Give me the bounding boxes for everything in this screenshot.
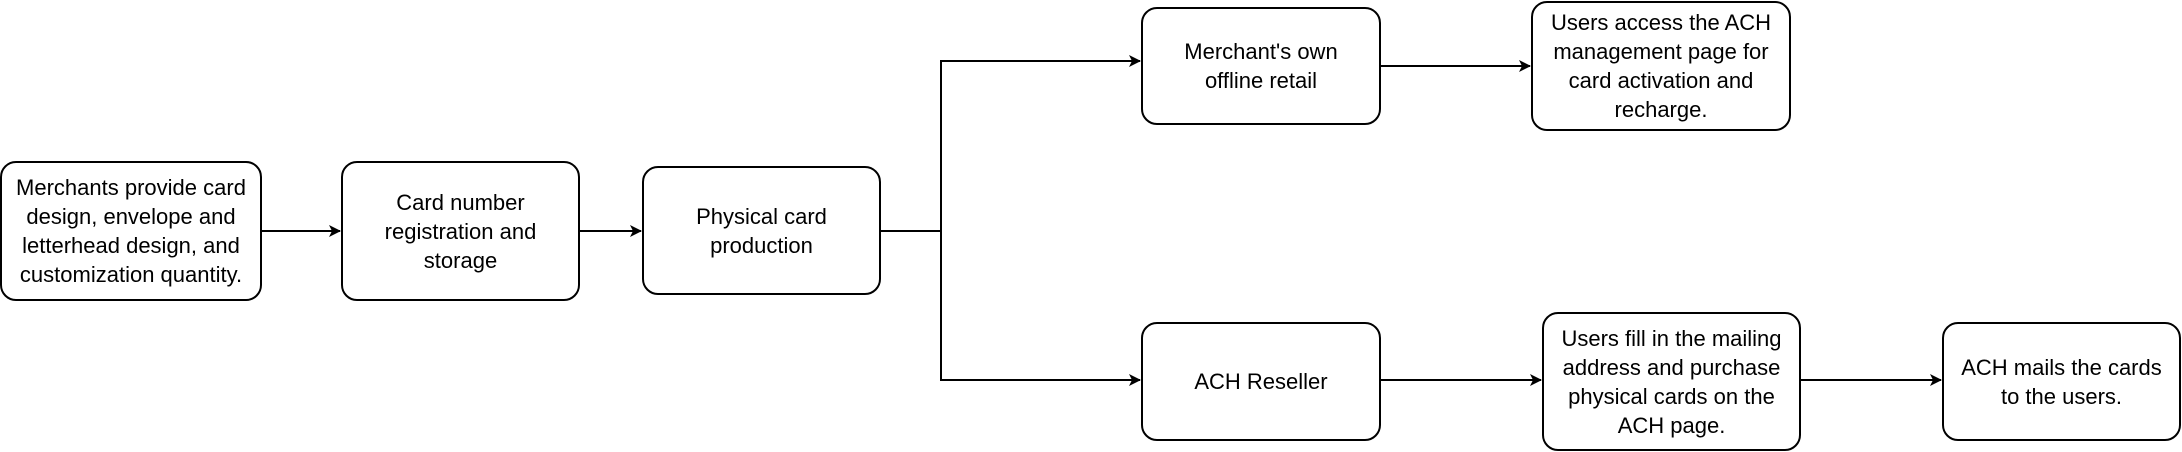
node-label: Users fill in the mailing address and pu… — [1561, 325, 1782, 438]
node-ach-reseller[interactable]: ACH Reseller — [1141, 322, 1381, 441]
node-physical-production[interactable]: Physical card production — [642, 166, 881, 295]
node-users-access[interactable]: Users access the ACH management page for… — [1531, 1, 1791, 131]
node-label: Users access the ACH management page for… — [1550, 10, 1772, 122]
arrow-production-to-reseller — [940, 231, 1141, 386]
node-merchants-provide[interactable]: Merchants provide card design, envelope … — [0, 161, 262, 301]
node-merchant-offline[interactable]: Merchant's own offline retail — [1141, 7, 1381, 125]
node-users-fill[interactable]: Users fill in the mailing address and pu… — [1542, 312, 1801, 451]
arrow-production-to-offline — [881, 55, 1141, 232]
node-label: Physical card production — [696, 203, 827, 258]
node-ach-mails[interactable]: ACH mails the cards to the users. — [1942, 322, 2181, 441]
node-label: Merchant's own offline retail — [1184, 39, 1338, 93]
node-card-registration[interactable]: Card number registration and storage — [341, 161, 580, 301]
node-label: Merchants provide card design, envelope … — [16, 175, 246, 287]
node-label: ACH mails the cards to the users. — [1961, 354, 2162, 409]
node-label: Card number registration and storage — [384, 189, 537, 273]
node-label: ACH Reseller — [1194, 369, 1328, 394]
